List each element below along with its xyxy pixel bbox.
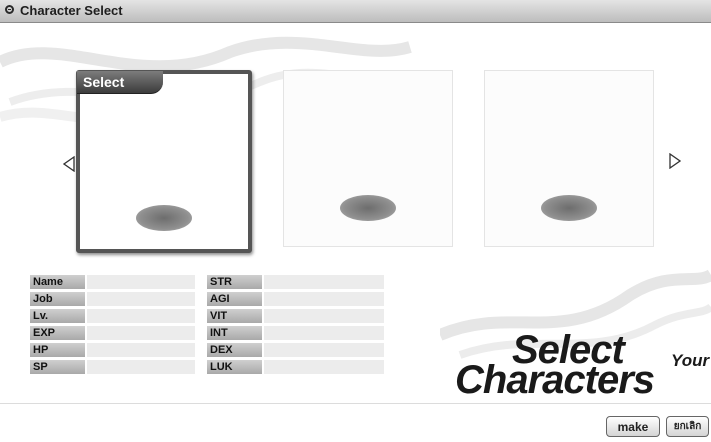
footer-divider [0,403,711,404]
stat-value-exp [87,326,195,340]
stat-value-dex [264,343,384,357]
window-titlebar[interactable]: Character Select [0,0,711,23]
prev-arrow-icon[interactable] [63,156,75,172]
stat-label-luk: LUK [207,360,262,374]
character-shadow [340,195,396,221]
stat-value-name [87,275,195,289]
stat-value-job [87,292,195,306]
character-shadow [136,205,192,231]
stat-label-sp: SP [30,360,85,374]
logo-characters-text: Characters [455,358,655,402]
cancel-button[interactable]: ยกเลิก [666,416,709,437]
stat-label-hp: HP [30,343,85,357]
make-button[interactable]: make [606,416,660,437]
stat-label-str: STR [207,275,262,289]
window-circle-icon[interactable] [5,5,14,14]
stat-label-lv: Lv. [30,309,85,323]
logo-your-text: Your [671,351,710,370]
logo-select-text: Select [512,328,625,372]
stat-label-name: Name [30,275,85,289]
character-slot-1[interactable]: Select [76,70,252,253]
stat-value-str [264,275,384,289]
stat-value-agi [264,292,384,306]
select-tab: Select [77,71,163,94]
window-title: Character Select [20,3,123,18]
stat-label-job: Job [30,292,85,306]
stat-label-exp: EXP [30,326,85,340]
select-tab-label: Select [83,74,125,90]
stat-value-luk [264,360,384,374]
next-arrow-icon[interactable] [669,153,681,169]
stat-value-lv [87,309,195,323]
stat-value-sp [87,360,195,374]
stat-label-vit: VIT [207,309,262,323]
stat-value-int [264,326,384,340]
stat-value-hp [87,343,195,357]
stat-label-int: INT [207,326,262,340]
stat-value-vit [264,309,384,323]
stat-label-agi: AGI [207,292,262,306]
character-slot-2[interactable] [283,70,453,247]
character-slot-3[interactable] [484,70,654,247]
stat-label-dex: DEX [207,343,262,357]
character-shadow [541,195,597,221]
